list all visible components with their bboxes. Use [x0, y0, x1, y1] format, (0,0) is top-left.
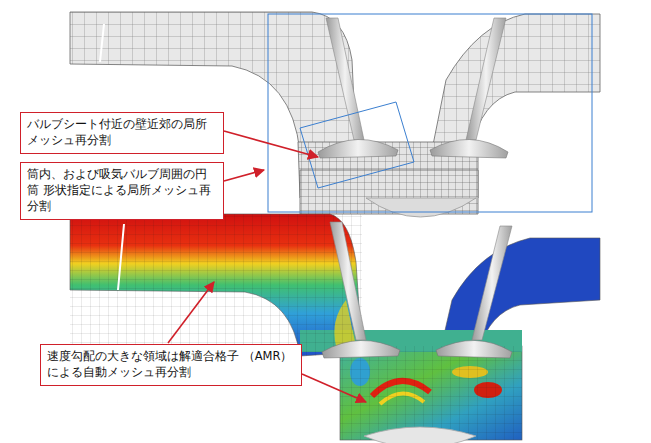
intake-valve-head: [318, 139, 398, 158]
inlet-boundary: [100, 24, 104, 62]
exhaust-port: [432, 14, 600, 150]
inlet-boundary: [118, 224, 124, 290]
exhaust-valve-head: [436, 340, 512, 358]
callout-text: 筒内、および吸気バルブ周囲の円筒 形状指定による局所メッシュ再分割: [27, 166, 217, 214]
adaptive-grid: [340, 346, 522, 440]
piston-dome: [364, 427, 476, 443]
callout-box: 筒内、および吸気バルブ周囲の円筒 形状指定による局所メッシュ再分割: [20, 162, 224, 220]
intake-valve-stem: [326, 18, 364, 140]
leader-arrow: [224, 170, 264, 181]
intake-port-flow: [70, 214, 362, 356]
callout-text: バルブシート付近の壁近郊の局所 メッシュ再分割: [27, 116, 217, 148]
callout-text: 速度勾配の大きな領域は解適合格子 （AMR）による自動メッシュ再分割: [47, 348, 295, 380]
leader-arrow: [302, 374, 366, 402]
piston-dome: [366, 198, 476, 217]
valve-seat-region: [300, 102, 414, 188]
velocity-view: [70, 214, 600, 443]
exhaust-valve-head: [430, 139, 508, 158]
callout-box: バルブシート付近の壁近郊の局所 メッシュ再分割: [20, 112, 224, 154]
intake-valve-head: [322, 340, 400, 358]
leader-arrow: [224, 131, 318, 157]
cylinder-flow: [340, 346, 522, 440]
leader-arrow: [168, 282, 214, 343]
intake-valve-stem: [330, 222, 366, 340]
exhaust-valve-stem: [472, 226, 512, 340]
adaptive-grid: [70, 214, 362, 356]
refinement-region: [268, 14, 592, 212]
exhaust-valve-stem: [466, 18, 506, 140]
callout-box: 速度勾配の大きな領域は解適合格子 （AMR）による自動メッシュ再分割: [40, 344, 302, 386]
